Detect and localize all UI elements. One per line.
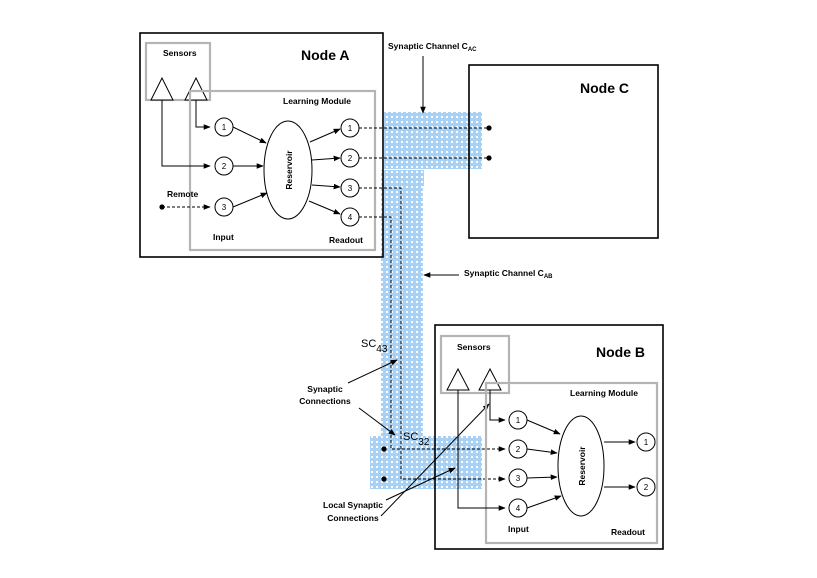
local-synaptic-connections-label: Local Synaptic bbox=[323, 500, 383, 510]
input-arrow bbox=[526, 495, 562, 509]
node-b: Node B Sensors Learning Module 1 2 3 4 R… bbox=[434, 324, 664, 550]
readout-arrow bbox=[311, 183, 341, 190]
synaptic-connection-sc43 bbox=[359, 187, 506, 482]
node-a-reservoir bbox=[263, 120, 313, 220]
readout-neuron-label: 2 bbox=[644, 483, 649, 492]
sensor-wire bbox=[195, 100, 211, 130]
node-c: Node C bbox=[468, 64, 659, 239]
node-b-sensors-label: Sensors bbox=[457, 342, 491, 352]
sensor-triangle-icon bbox=[184, 76, 208, 101]
readout-neuron-label: 4 bbox=[348, 213, 353, 222]
sensor-wire bbox=[161, 100, 211, 169]
channel-ab-label: Synaptic Channel CAB bbox=[464, 268, 553, 280]
input-arrow bbox=[232, 192, 268, 208]
channel-ab-vertical bbox=[381, 170, 423, 436]
input-neuron-label: 1 bbox=[222, 123, 227, 132]
input-neuron-label: 2 bbox=[516, 445, 521, 454]
channel-ab-bottom bbox=[370, 436, 482, 489]
node-a-learning-module-box bbox=[188, 89, 377, 252]
readout-arrow bbox=[311, 155, 341, 162]
synaptic-connections-pointer bbox=[347, 359, 398, 384]
node-a-title: Node A bbox=[301, 47, 349, 63]
node-b-learning-module-label: Learning Module bbox=[570, 388, 638, 398]
node-a-learning-module-label: Learning Module bbox=[283, 96, 351, 106]
readout-arrow bbox=[309, 128, 341, 143]
local-synaptic-pointer bbox=[385, 467, 456, 501]
node-a-remote-label: Remote bbox=[167, 189, 198, 199]
local-synaptic-connections-label: Connections bbox=[327, 513, 379, 523]
readout-neuron bbox=[636, 477, 656, 497]
local-connection-dot bbox=[381, 446, 387, 452]
input-arrow bbox=[526, 448, 558, 455]
readout-neuron-label: 1 bbox=[644, 438, 649, 447]
synaptic-connections-label: Synaptic bbox=[307, 384, 343, 394]
synaptic-channel-ab bbox=[370, 170, 482, 489]
node-b-readout-label: Readout bbox=[611, 527, 645, 537]
channel-ac-band bbox=[384, 112, 482, 169]
node-a-input-label: Input bbox=[213, 232, 234, 242]
node-a-sensors-box bbox=[144, 41, 212, 102]
node-b-title: Node B bbox=[596, 344, 645, 360]
sc43-label: SC43 bbox=[361, 338, 388, 355]
node-a-sensors-label: Sensors bbox=[163, 48, 197, 58]
sensor-wire bbox=[457, 390, 506, 511]
input-neuron-label: 2 bbox=[222, 162, 227, 171]
synaptic-connections-label: Connections bbox=[299, 396, 351, 406]
readout-arrow bbox=[308, 200, 341, 215]
node-a-readout-label: Readout bbox=[329, 235, 363, 245]
input-neuron-label: 1 bbox=[516, 416, 521, 425]
node-c-box bbox=[468, 64, 659, 239]
synaptic-connections-pointer bbox=[358, 407, 396, 436]
node-c-terminal-dot bbox=[486, 125, 492, 131]
sensor-triangle-icon bbox=[478, 367, 502, 391]
node-c-title: Node C bbox=[580, 80, 629, 96]
node-a-reservoir-label: Reservoir bbox=[284, 150, 294, 190]
synaptic-channel-ac bbox=[384, 112, 482, 169]
node-a: Node A Sensors Learning Module Reservoir… bbox=[139, 32, 384, 258]
node-c-terminal-dot bbox=[486, 155, 492, 161]
readout-neuron-label: 3 bbox=[348, 184, 353, 193]
readout-neuron bbox=[636, 432, 656, 452]
input-arrow bbox=[526, 419, 561, 435]
readout-neuron-label: 2 bbox=[348, 154, 353, 163]
input-neuron-label: 3 bbox=[516, 474, 521, 483]
channel-ac-label: Synaptic Channel CAC bbox=[388, 41, 477, 53]
sensor-triangle-icon bbox=[446, 367, 470, 391]
node-b-box bbox=[434, 324, 664, 550]
sensor-wire bbox=[489, 390, 506, 423]
node-b-sensors-box bbox=[439, 334, 511, 395]
sc32-label: SC32 bbox=[403, 431, 430, 448]
input-arrow bbox=[526, 474, 558, 481]
node-a-box bbox=[139, 32, 384, 258]
input-arrow bbox=[232, 126, 267, 144]
node-b-reservoir-label: Reservoir bbox=[577, 446, 587, 486]
node-b-reservoir bbox=[557, 415, 605, 517]
node-b-learning-module-box bbox=[484, 381, 659, 545]
readout-neuron-label: 1 bbox=[348, 124, 353, 133]
input-neuron-label: 4 bbox=[516, 504, 521, 513]
local-connection-dot bbox=[381, 476, 387, 482]
node-b-input-label: Input bbox=[508, 524, 529, 534]
synaptic-connection-sc32 bbox=[359, 216, 506, 452]
sensor-triangle-icon bbox=[150, 76, 174, 101]
input-neuron-label: 3 bbox=[222, 203, 227, 212]
